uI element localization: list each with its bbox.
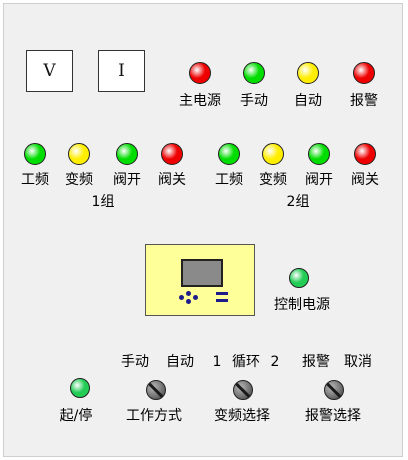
keypad-dot[interactable] [179,295,184,300]
g2-power-freq-lamp [218,143,240,165]
mode-manual-label: 手动 [121,354,149,370]
g1-valve-close-lamp [161,143,183,165]
g1-variable-freq-lamp [68,143,90,165]
alarm-select-knob[interactable] [324,380,344,400]
start-stop-label: 起/停 [59,408,93,424]
g2-variable-freq-label: 变频 [259,172,287,188]
g2-valve-close-label: 阀关 [351,172,379,188]
g1-valve-open-lamp [116,143,138,165]
manual-label: 手动 [240,93,268,109]
start-stop-button[interactable] [70,378,90,398]
main-power-label: 主电源 [179,93,221,109]
controller-unit [145,244,255,316]
g1-valve-open-label: 阀开 [113,172,141,188]
g2-variable-freq-lamp [262,143,284,165]
control-power-label: 控制电源 [274,297,330,313]
current-meter: I [98,50,145,92]
keypad-bar[interactable] [216,292,228,295]
keypad-bar[interactable] [216,299,228,302]
group1-label: 1组 [91,194,115,210]
main-power-lamp [189,62,211,84]
alarm-select-alarm-label: 报警 [302,354,330,370]
vf-select-label: 变频选择 [214,408,270,424]
alarm-select-label: 报警选择 [305,408,361,424]
keypad-dot[interactable] [186,299,191,304]
g1-power-freq-lamp [24,143,46,165]
alarm-lamp [353,62,375,84]
g1-variable-freq-label: 变频 [65,172,93,188]
g2-valve-close-lamp [354,143,376,165]
auto-lamp [297,62,319,84]
work-mode-label: 工作方式 [126,408,182,424]
keypad-dot[interactable] [193,295,198,300]
mode-auto-label: 自动 [166,354,194,370]
keypad-dot[interactable] [186,291,191,296]
voltage-meter: V [26,50,73,92]
auto-label: 自动 [294,93,322,109]
vf-select-1-label: 1 [212,354,222,370]
controller-display [181,259,223,287]
work-mode-knob[interactable] [146,380,166,400]
vf-select-2-label: 2 [270,354,280,370]
g1-valve-close-label: 阀关 [158,172,186,188]
control-power-lamp [289,268,309,288]
g1-power-freq-label: 工频 [21,172,49,188]
vf-select-knob[interactable] [233,380,253,400]
g2-valve-open-lamp [308,143,330,165]
alarm-select-cancel-label: 取消 [344,354,372,370]
group2-label: 2组 [286,194,310,210]
alarm-label: 报警 [350,93,378,109]
g2-power-freq-label: 工频 [215,172,243,188]
g2-valve-open-label: 阀开 [305,172,333,188]
vf-select-cycle-label: 循环 [232,354,260,370]
manual-lamp [243,62,265,84]
